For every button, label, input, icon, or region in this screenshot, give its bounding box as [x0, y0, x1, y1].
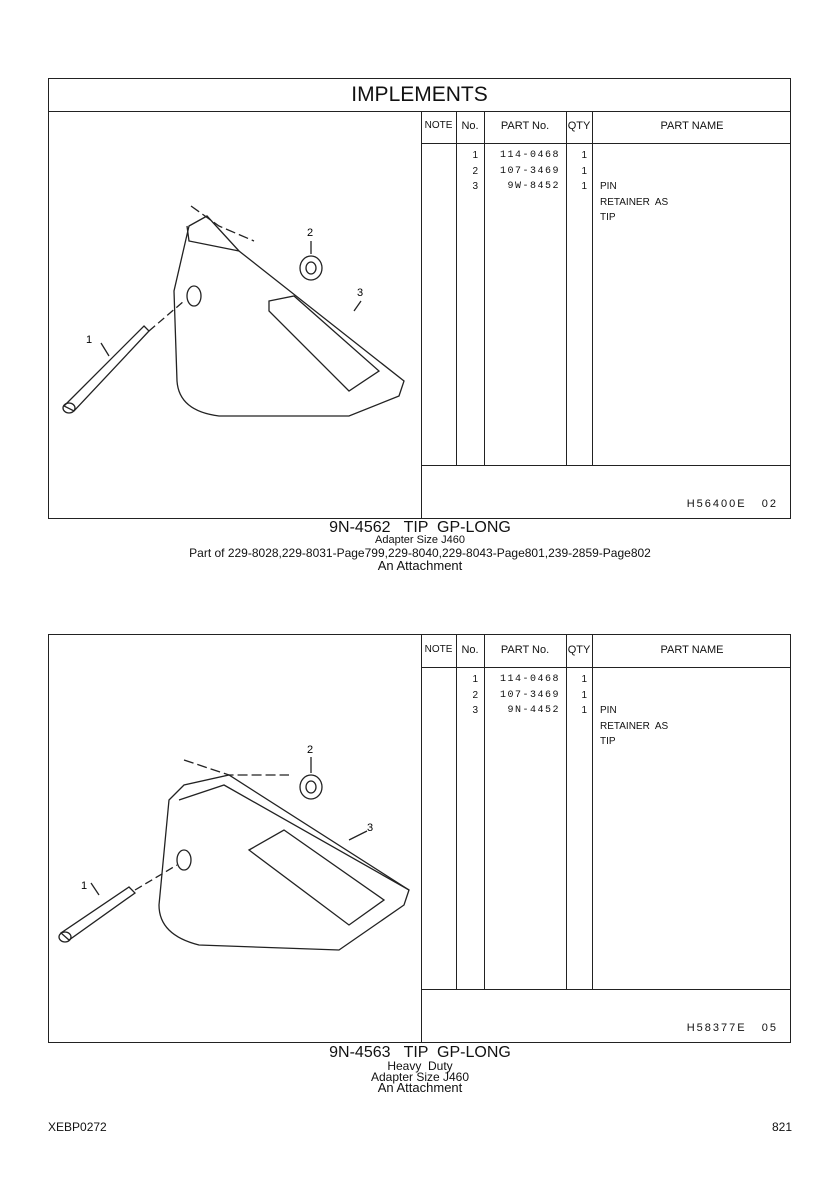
- tip-illustration-1: 2 1 3: [62, 205, 405, 417]
- tip-illustration-2: 2 1 3: [58, 744, 410, 951]
- parts-table-1: IMPLEMENTS 2 1 3 NOT: [48, 78, 791, 519]
- callout-3: 3: [357, 287, 363, 299]
- col-qty: QTY: [567, 120, 591, 132]
- illustration-code: H56400E 02: [686, 498, 778, 510]
- caption-title-2: 9N-4563 TIP GP-LONG: [329, 1044, 511, 1061]
- col-part-no: PART No.: [500, 644, 550, 656]
- col-qty: QTY: [567, 644, 591, 656]
- col-no: No.: [461, 120, 479, 132]
- caption-line: An Attachment: [377, 1080, 463, 1095]
- callout-3: 3: [367, 822, 373, 834]
- document-id: XEBP0272: [48, 1120, 107, 1134]
- callout-2: 2: [307, 227, 313, 239]
- caption-line: Part of 229-8028,229-8031-Page799,229-80…: [189, 546, 651, 560]
- col-part-no: PART No.: [500, 120, 550, 132]
- caption-line: Adapter Size J460: [370, 1070, 470, 1084]
- callout-2: 2: [307, 744, 313, 756]
- caption-title-1: 9N-4562 TIP GP-LONG: [329, 519, 511, 536]
- page-number: 821: [771, 1120, 792, 1134]
- illustration-code: H58377E 05: [686, 1022, 778, 1034]
- section-title: IMPLEMENTS: [49, 79, 790, 112]
- col-no: No.: [461, 644, 479, 656]
- callout-1: 1: [81, 880, 87, 892]
- col-part-name: PART NAME: [660, 120, 724, 132]
- caption-line: An Attachment: [377, 558, 463, 573]
- caption-line: Heavy Duty: [387, 1059, 453, 1073]
- callout-1: 1: [86, 334, 92, 346]
- col-note: NOTE: [424, 120, 453, 131]
- col-part-name: PART NAME: [660, 644, 724, 656]
- caption-line: Adapter Size J460: [375, 534, 465, 546]
- col-note: NOTE: [424, 644, 453, 655]
